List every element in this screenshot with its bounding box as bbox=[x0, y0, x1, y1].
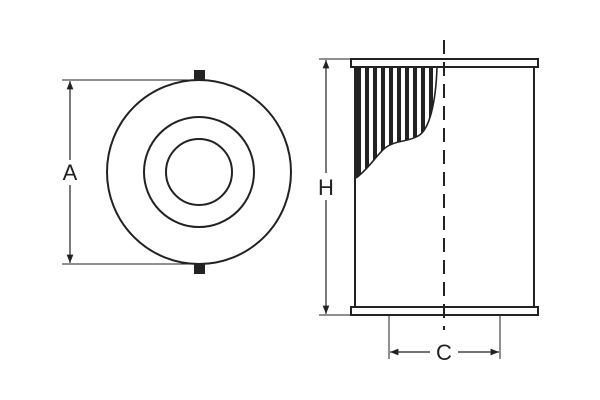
middle-circle bbox=[143, 116, 255, 228]
dim-a-label: A bbox=[63, 160, 78, 185]
outer-circle bbox=[106, 79, 292, 265]
inner-circle bbox=[165, 138, 233, 206]
end-view: A bbox=[62, 70, 292, 274]
pleats-cutaway bbox=[356, 67, 433, 178]
bottom-tab bbox=[194, 263, 205, 274]
dim-c-label: C bbox=[436, 340, 452, 365]
top-tab bbox=[194, 70, 205, 81]
side-view: H C bbox=[318, 40, 539, 365]
pleat-cut-edge bbox=[355, 66, 438, 179]
dim-h-label: H bbox=[318, 175, 334, 200]
